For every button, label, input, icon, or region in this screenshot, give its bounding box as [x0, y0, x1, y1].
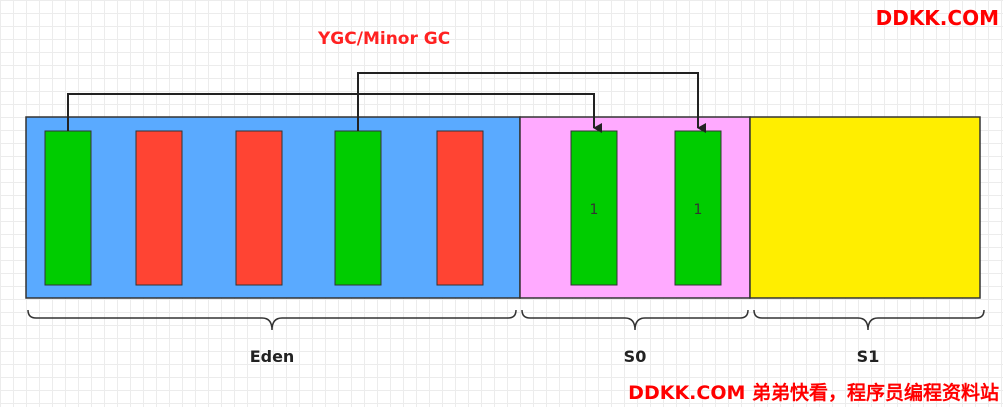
eden-object: [334, 130, 382, 286]
object-age-label: 1: [590, 202, 599, 218]
s1-label: S1: [856, 347, 880, 366]
s1-brace: [753, 309, 985, 331]
diagram-title: YGC/Minor GC: [318, 29, 451, 49]
eden-label: Eden: [249, 347, 295, 366]
eden-object: [44, 130, 92, 286]
copy-arrow: [67, 93, 602, 133]
s0-brace: [521, 309, 749, 331]
s0-object: [674, 130, 722, 286]
s1-region: [749, 116, 981, 299]
s0-label: S0: [623, 347, 647, 366]
copy-arrow: [357, 72, 706, 133]
object-age-label: 1: [694, 202, 703, 218]
eden-object: [135, 130, 183, 286]
eden-object: [436, 130, 484, 286]
eden-brace: [27, 309, 517, 331]
watermark-top: DDKK.COM: [875, 6, 999, 30]
s0-object: [570, 130, 618, 286]
watermark-bottom: DDKK.COM 弟弟快看，程序员编程资料站: [628, 382, 999, 404]
eden-object: [235, 130, 283, 286]
